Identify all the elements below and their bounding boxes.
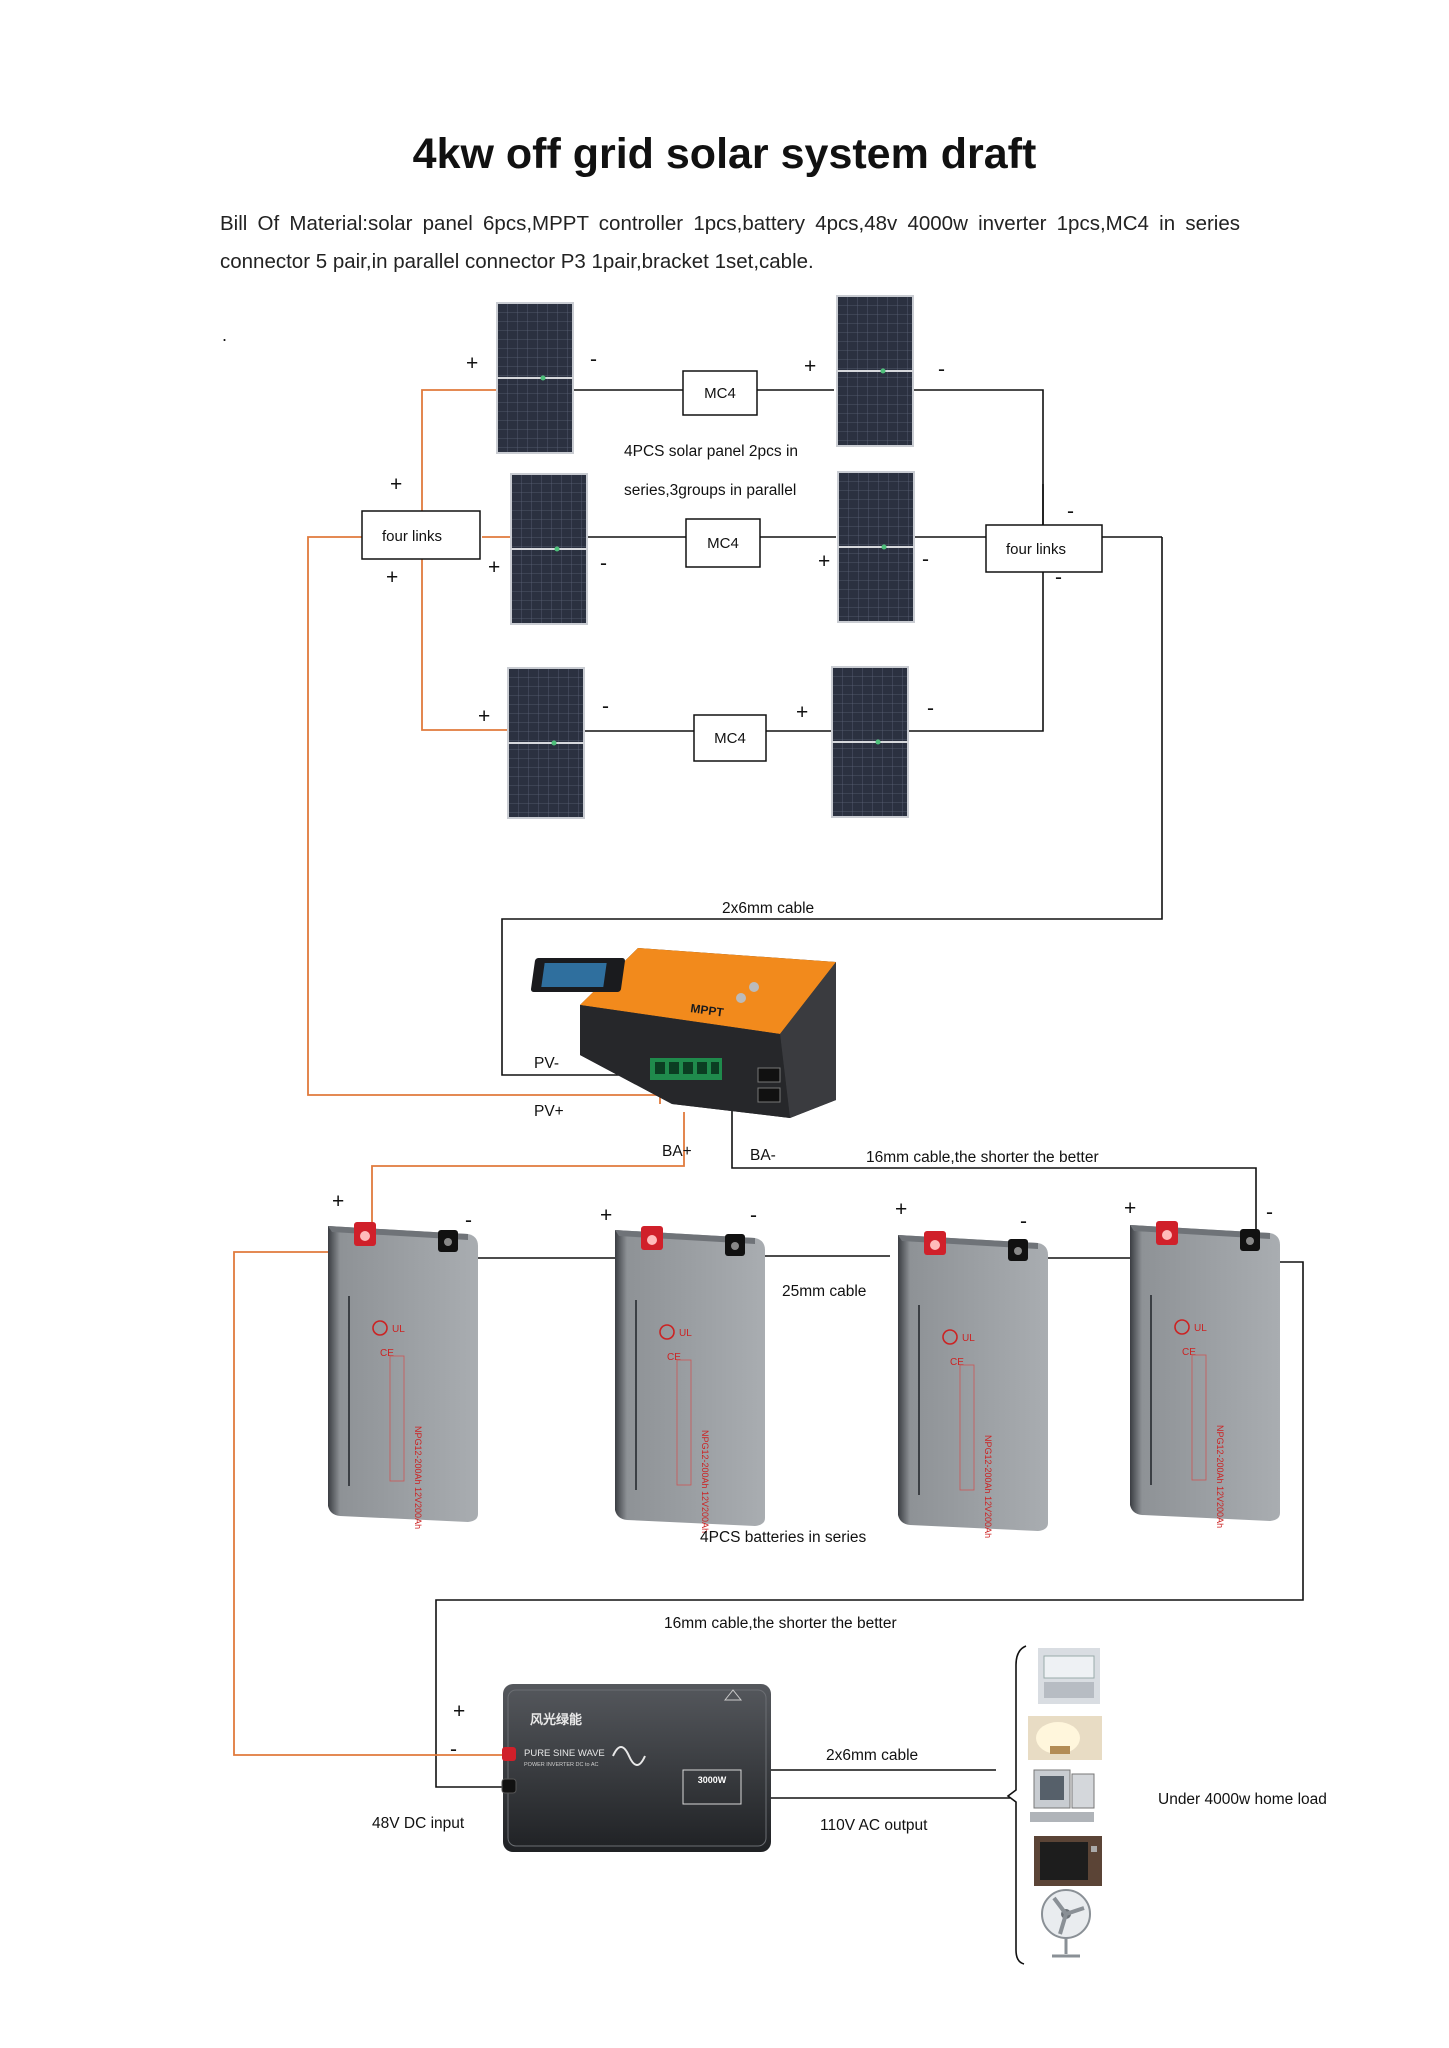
inverter-brand: 风光绿能 <box>530 1712 582 1728</box>
sine-wave-icon <box>612 1746 646 1766</box>
plus-sign: + <box>453 1700 465 1723</box>
minus-sign: - <box>450 1738 457 1761</box>
fan-icon <box>1041 1889 1091 1958</box>
diagram-notes: 4PCS solar panel 2pcs in series,3groups … <box>372 443 1327 1834</box>
plus-sign: + <box>390 473 402 496</box>
page-title: 4kw off grid solar system draft <box>412 130 1037 178</box>
negative-wires <box>435 389 1304 1965</box>
mc4-connector: MC4 <box>685 518 761 568</box>
mc4-connector: MC4 <box>682 370 758 416</box>
solar-panel <box>507 667 585 819</box>
minus-sign: - <box>1067 500 1074 523</box>
minus-sign: - <box>590 348 597 371</box>
tv-icon <box>1034 1836 1102 1886</box>
inverter-rating: 3000W <box>698 1775 727 1785</box>
inverter: 风光绿能 PURE SINE WAVE POWER INVERTER DC to… <box>501 1684 771 1852</box>
plus-sign: + <box>478 705 490 728</box>
minus-sign: - <box>602 695 609 718</box>
ba-plus-label: BA+ <box>662 1143 692 1160</box>
minus-sign: - <box>600 552 607 575</box>
four-links-connector-positive: four links <box>361 510 481 560</box>
minus-sign: - <box>465 1209 472 1232</box>
mc4-label: MC4 <box>704 385 736 402</box>
batteries-note: 4PCS batteries in series <box>700 1529 867 1546</box>
solar-panel <box>836 295 914 447</box>
battery-label: NPG12-200Ah 12V200Ah <box>1215 1425 1225 1528</box>
plus-sign: + <box>600 1204 612 1227</box>
computer-icon <box>1030 1769 1095 1822</box>
ba-minus-label: BA- <box>750 1147 776 1164</box>
plus-sign: + <box>1124 1197 1136 1220</box>
bill-of-material: Bill Of Material:solar panel 6pcs,MPPT c… <box>220 212 1240 273</box>
solar-panel <box>496 302 574 454</box>
minus-sign: - <box>938 358 945 381</box>
battery-cable-bottom-label: 16mm cable,the shorter the better <box>664 1615 897 1632</box>
minus-sign: - <box>922 548 929 571</box>
lamp-icon <box>1028 1716 1102 1760</box>
panels-note-line2: series,3groups in parallel <box>624 482 796 499</box>
minus-sign: - <box>1055 566 1062 589</box>
pv-cable-label: 2x6mm cable <box>722 900 814 917</box>
minus-sign: - <box>750 1204 757 1227</box>
plus-sign: + <box>895 1198 907 1221</box>
panels-note-line1: 4PCS solar panel 2pcs in <box>624 443 798 460</box>
mc4-connector: MC4 <box>693 714 767 762</box>
battery: NPG12-200Ah 12V200Ah <box>897 1231 1049 1538</box>
mppt-controller: MPPT <box>530 948 836 1118</box>
inverter-line1: PURE SINE WAVE <box>524 1748 605 1759</box>
battery-label: NPG12-200Ah 12V200Ah <box>700 1430 710 1533</box>
four-links-label: four links <box>1006 541 1066 558</box>
battery-label: NPG12-200Ah 12V200Ah <box>413 1426 423 1529</box>
battery: NPG12-200Ah 12V200Ah <box>327 1222 479 1529</box>
four-links-connector-negative: four links <box>985 524 1103 573</box>
home-load-label: Under 4000w home load <box>1158 1791 1327 1808</box>
pv-plus-label: PV+ <box>534 1103 564 1120</box>
ac-cable-label: 2x6mm cable <box>826 1747 918 1764</box>
minus-sign: - <box>1266 1201 1273 1224</box>
ac-output-label: 110V AC output <box>820 1817 928 1834</box>
minus-sign: - <box>1020 1210 1027 1233</box>
dc-input-label: 48V DC input <box>372 1815 465 1832</box>
controller-brand: MPPT <box>690 1001 726 1020</box>
plus-sign: + <box>332 1190 344 1213</box>
battery: NPG12-200Ah 12V200Ah <box>1129 1221 1281 1528</box>
plus-sign: + <box>796 701 808 724</box>
mc4-label: MC4 <box>707 535 739 552</box>
plus-sign: + <box>466 352 478 375</box>
polarity-signs: + - + - + + + - + - - - + - + - + - + - … <box>332 348 1273 1761</box>
solar-panel <box>510 473 588 625</box>
mc4-label: MC4 <box>714 730 746 747</box>
battery-label: NPG12-200Ah 12V200Ah <box>983 1435 993 1538</box>
minus-sign: - <box>927 697 934 720</box>
plus-sign: + <box>804 355 816 378</box>
stray-mark: . <box>222 325 228 345</box>
plus-sign: + <box>818 550 830 573</box>
plus-sign: + <box>488 556 500 579</box>
positive-wires <box>233 389 685 1756</box>
solar-panel <box>831 666 909 818</box>
solar-panel <box>837 471 915 623</box>
battery: NPG12-200Ah 12V200Ah <box>614 1226 766 1533</box>
plus-sign: + <box>386 566 398 589</box>
pv-minus-label: PV- <box>534 1055 559 1072</box>
warning-icon <box>723 1689 743 1701</box>
series-cable-label: 25mm cable <box>782 1283 866 1300</box>
inverter-line2: POWER INVERTER DC to AC <box>524 1762 598 1768</box>
printer-icon <box>1038 1648 1100 1704</box>
four-links-label: four links <box>382 528 442 545</box>
battery-cable-top-label: 16mm cable,the shorter the better <box>866 1149 1099 1166</box>
